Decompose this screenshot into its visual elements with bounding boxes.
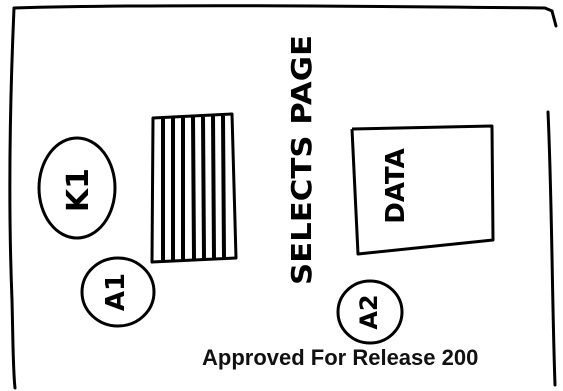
station-a1-node: A1 bbox=[80, 256, 156, 328]
data-box-outline bbox=[350, 124, 495, 256]
station-a2-node: A2 bbox=[336, 279, 404, 345]
page-stack-box bbox=[150, 112, 238, 264]
page-stack-stripe bbox=[191, 116, 196, 260]
page-frame bbox=[8, 4, 558, 390]
data-box: DATA bbox=[350, 124, 495, 256]
k1-circle bbox=[37, 136, 117, 240]
a2-circle bbox=[336, 279, 404, 345]
a1-circle bbox=[80, 256, 156, 328]
a2-label: A2 bbox=[355, 294, 383, 329]
page-stack-stripe bbox=[221, 115, 226, 259]
selects-page-label: SELECTS PAGE bbox=[285, 35, 318, 285]
page-stack-stripe bbox=[211, 115, 216, 259]
page-stack-stripe bbox=[201, 116, 206, 260]
release-stamp: Approved For Release 200 bbox=[202, 345, 479, 370]
page-stack-outline bbox=[150, 112, 238, 264]
keyboard-k1-node: K1 bbox=[37, 136, 117, 240]
a1-label: A1 bbox=[101, 273, 131, 311]
data-box-label: DATA bbox=[381, 148, 411, 224]
k1-label: K1 bbox=[61, 168, 96, 212]
